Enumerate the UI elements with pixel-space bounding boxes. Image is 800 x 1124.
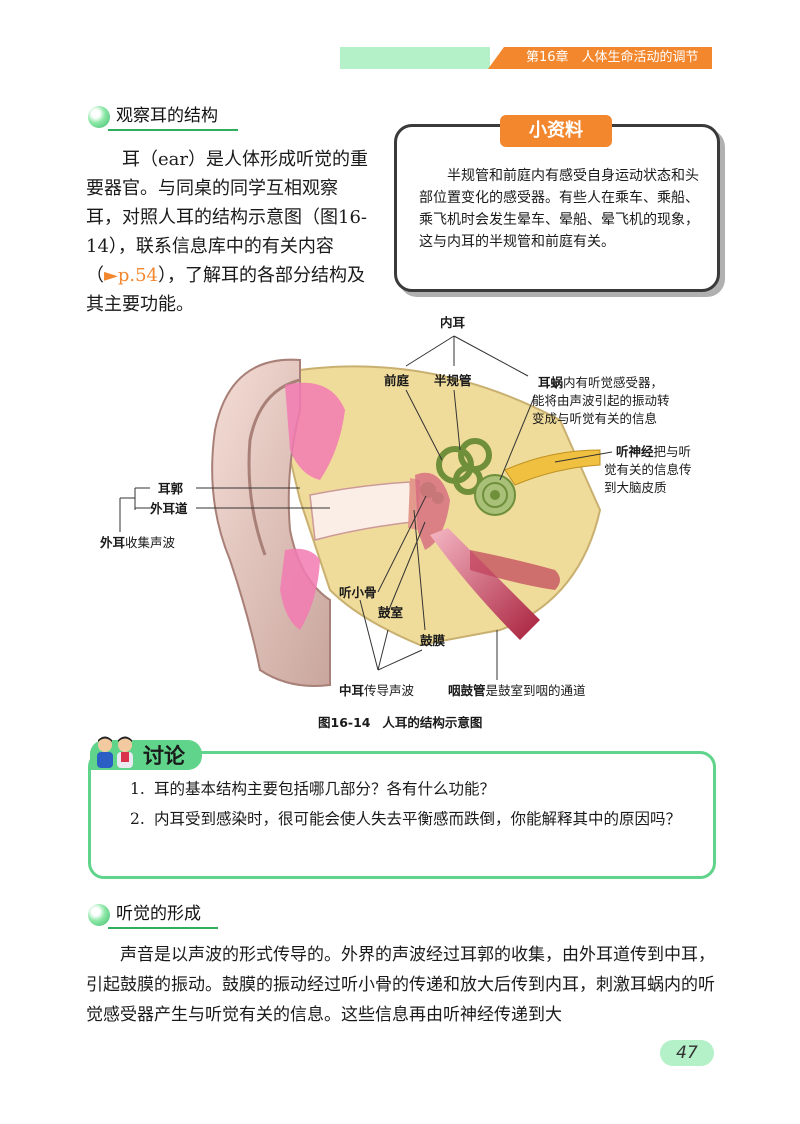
intro-text-a: 耳（ear）是人体形成听觉的重要器官。与同桌的同学互相观察耳，对照人耳的结构示意…	[86, 149, 368, 286]
label-inner-ear: 内耳	[440, 315, 466, 330]
question-number: 2.	[130, 810, 145, 828]
label-tympanic-cavity: 鼓室	[378, 605, 404, 620]
chapter-header: 第16章 人体生命活动的调节	[488, 47, 712, 69]
cartilage	[285, 382, 345, 480]
bullet-icon	[88, 904, 110, 926]
intro-paragraph: 耳（ear）是人体形成听觉的重要器官。与同桌的同学互相观察耳，对照人耳的结构示意…	[86, 145, 370, 319]
info-box-title: 小资料	[500, 115, 612, 147]
section-heading-hearing: 听觉的形成	[88, 902, 228, 929]
question-number: 1.	[130, 780, 145, 798]
section-underline	[108, 927, 218, 929]
question-text: 内耳受到感染时，很可能会使人失去平衡感而跌倒，你能解释其中的原因吗？	[154, 810, 682, 828]
label-nerve-desc-3: 到大脑皮质	[604, 480, 667, 495]
section-underline	[108, 129, 238, 131]
section-title: 观察耳的结构	[116, 106, 218, 126]
students-icon	[97, 736, 133, 768]
discussion-title: 讨论	[143, 744, 185, 768]
eustachian-tube-shape	[430, 528, 540, 640]
label-semicircular-canals: 半规管	[434, 373, 472, 388]
ear-diagram	[119, 335, 613, 687]
label-eardrum: 鼓膜	[420, 633, 446, 648]
label-ossicles: 听小骨	[339, 585, 377, 600]
question-text: 耳的基本结构主要包括哪几部分？各有什么功能？	[154, 780, 496, 798]
reference-link[interactable]: ►p.54	[104, 265, 158, 286]
hearing-paragraph: 声音是以声波的形式传导的。外界的声波经过耳郭的收集，由外耳道传到中耳，引起鼓膜的…	[86, 945, 715, 1025]
label-ear-canal: 外耳道	[150, 501, 188, 516]
label-eustachian-tube: 咽鼓管是鼓室到咽的通道	[448, 683, 586, 698]
label-cochlea-desc-2: 能将由声波引起的振动转	[532, 393, 670, 408]
info-box-text: 半规管和前庭内有感受自身运动状态和头部位置变化的感受器。有些人在乘车、乘船、乘飞…	[419, 168, 699, 250]
label-vestibule: 前庭	[384, 373, 410, 388]
header-green-band	[340, 47, 490, 69]
bullet-icon	[88, 106, 110, 128]
section-title: 听觉的形成	[116, 904, 201, 924]
figure-caption: 图16-14 人耳的结构示意图	[318, 715, 483, 730]
label-middle-ear: 中耳传导声波	[339, 683, 415, 698]
label-outer-ear: 外耳收集声波	[100, 535, 176, 550]
label-cochlea-desc-3: 变成与听觉有关的信息	[532, 411, 658, 426]
section-heading-ear-structure: 观察耳的结构	[88, 104, 238, 131]
intro-text-b: ），了解耳的各部分结构及其主要功能。	[86, 265, 365, 315]
label-auricle: 耳郭	[158, 481, 184, 496]
page-number: 47	[660, 1040, 714, 1066]
info-box: 小资料 半规管和前庭内有感受自身运动状态和头部位置变化的感受器。有些人在乘车、乘…	[394, 115, 720, 292]
discussion-box	[88, 751, 716, 879]
label-cochlea: 耳蜗内有听觉感受器，	[538, 375, 664, 390]
label-nerve-desc-2: 觉有关的信息传	[604, 462, 692, 477]
label-auditory-nerve: 听神经把与听	[616, 444, 692, 459]
